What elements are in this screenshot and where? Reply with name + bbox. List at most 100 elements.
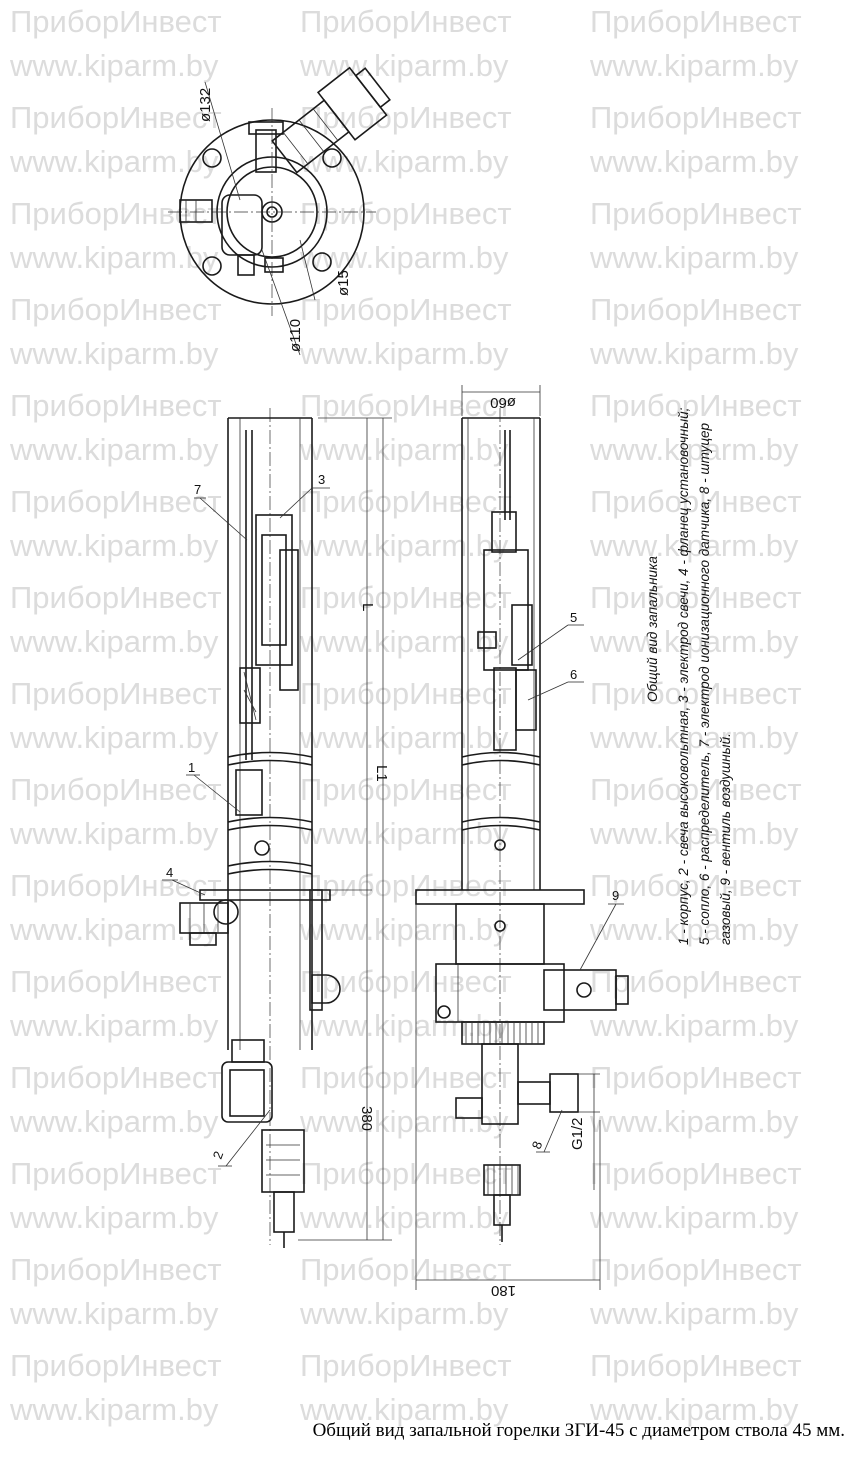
- callout-5: 5: [570, 610, 577, 625]
- watermark-url: www.kiparm.by: [299, 816, 509, 851]
- label-g12: G1/2: [569, 1117, 586, 1150]
- watermark-brand: ПриборИнвест: [10, 676, 222, 711]
- watermark-brand: ПриборИнвест: [10, 772, 222, 807]
- label-L1: L1: [373, 765, 390, 782]
- watermark-brand: ПриборИнвест: [590, 1252, 802, 1287]
- watermark-url: www.kiparm.by: [589, 1008, 799, 1043]
- watermark-url: www.kiparm.by: [589, 528, 799, 563]
- watermark-url: www.kiparm.by: [9, 240, 219, 275]
- watermark-url: www.kiparm.by: [299, 48, 509, 83]
- watermark-url: www.kiparm.by: [9, 48, 219, 83]
- callout-8: 8: [529, 1139, 546, 1151]
- callout-6: 6: [570, 667, 577, 682]
- watermark-brand: ПриборИнвест: [590, 292, 802, 327]
- watermark-brand: ПриборИнвест: [590, 580, 802, 615]
- watermark-brand: ПриборИнвест: [590, 1060, 802, 1095]
- watermark-url: www.kiparm.by: [9, 432, 219, 467]
- watermark-url: www.kiparm.by: [589, 720, 799, 755]
- watermark-brand: ПриборИнвест: [300, 100, 512, 135]
- watermark-url: www.kiparm.by: [299, 912, 509, 947]
- watermark-brand: ПриборИнвест: [590, 196, 802, 231]
- watermark-url: www.kiparm.by: [299, 1104, 509, 1139]
- watermark-url: www.kiparm.by: [589, 336, 799, 371]
- watermark-url: www.kiparm.by: [9, 912, 219, 947]
- callout-7: 7: [194, 482, 201, 497]
- watermark-brand: ПриборИнвест: [10, 1348, 222, 1383]
- label-180: 180: [491, 1282, 516, 1299]
- watermark-brand: ПриборИнвест: [300, 196, 512, 231]
- watermark-brand: ПриборИнвест: [10, 1060, 222, 1095]
- watermark-brand: ПриборИнвест: [300, 4, 512, 39]
- watermark-brand: ПриборИнвест: [10, 1252, 222, 1287]
- watermark-url: www.kiparm.by: [9, 1392, 219, 1427]
- watermark-url: www.kiparm.by: [589, 912, 799, 947]
- watermark-brand: ПриборИнвест: [300, 580, 512, 615]
- watermark-brand: ПриборИнвест: [590, 388, 802, 423]
- watermark-url: www.kiparm.by: [9, 720, 219, 755]
- watermark-brand: ПриборИнвест: [300, 1156, 512, 1191]
- watermark-brand: ПриборИнвест: [10, 484, 222, 519]
- legend-line-1: 1 - корпус, 2 - свеча высоковольтная, 3 …: [676, 407, 691, 945]
- watermark-url: www.kiparm.by: [9, 1008, 219, 1043]
- watermark-brand: ПриборИнвест: [10, 964, 222, 999]
- watermark-brand: ПриборИнвест: [300, 964, 512, 999]
- callout-9: 9: [612, 888, 619, 903]
- watermark-brand: ПриборИнвест: [590, 1348, 802, 1383]
- section-view-right: 180 ø60 G1/2 5 6 9 8: [415, 385, 629, 1299]
- watermark-url: www.kiparm.by: [299, 1296, 509, 1331]
- watermark-url: www.kiparm.by: [589, 144, 799, 179]
- watermark-brand: ПриборИнвест: [10, 292, 222, 327]
- watermark-url: www.kiparm.by: [299, 624, 509, 659]
- section-view-left: L L1 380 7 3 1 4 2: [162, 408, 392, 1248]
- watermark-url: www.kiparm.by: [9, 624, 219, 659]
- watermark-url: www.kiparm.by: [299, 720, 509, 755]
- watermark-brand: ПриборИнвест: [300, 1060, 512, 1095]
- label-d110: ø110: [287, 319, 304, 352]
- watermark-url: www.kiparm.by: [299, 1200, 509, 1235]
- watermark-url: www.kiparm.by: [589, 240, 799, 275]
- watermark-url: www.kiparm.by: [9, 144, 219, 179]
- watermark-brand: ПриборИнвест: [300, 388, 512, 423]
- watermark-brand: ПриборИнвест: [590, 4, 802, 39]
- watermark-url: www.kiparm.by: [589, 816, 799, 851]
- watermark-brand: ПриборИнвест: [300, 772, 512, 807]
- watermark-brand: ПриборИнвест: [10, 868, 222, 903]
- watermark-brand: ПриборИнвест: [590, 868, 802, 903]
- watermark-brand: ПриборИнвест: [300, 1348, 512, 1383]
- callout-3: 3: [318, 472, 325, 487]
- callout-2: 2: [210, 1149, 227, 1161]
- watermark-url: www.kiparm.by: [9, 528, 219, 563]
- watermark-url: www.kiparm.by: [589, 1104, 799, 1139]
- watermark-brand: ПриборИнвест: [300, 676, 512, 711]
- watermark-url: www.kiparm.by: [589, 624, 799, 659]
- watermark-brand: ПриборИнвест: [300, 1252, 512, 1287]
- watermark-url: www.kiparm.by: [299, 432, 509, 467]
- watermark-url: www.kiparm.by: [299, 1008, 509, 1043]
- watermark-brand: ПриборИнвест: [10, 100, 222, 135]
- watermark-url: www.kiparm.by: [299, 528, 509, 563]
- watermark-brand: ПриборИнвест: [10, 4, 222, 39]
- watermark-brand: ПриборИнвест: [300, 484, 512, 519]
- watermark-brand: ПриборИнвест: [300, 868, 512, 903]
- callout-1: 1: [188, 760, 195, 775]
- watermark-url: www.kiparm.by: [9, 336, 219, 371]
- label-d132: ø132: [197, 88, 214, 122]
- watermark-brand: ПриборИнвест: [10, 388, 222, 423]
- watermark-url: www.kiparm.by: [299, 240, 509, 275]
- watermark-url: www.kiparm.by: [589, 432, 799, 467]
- label-d60: ø60: [490, 394, 516, 411]
- watermark-brand: ПриборИнвест: [10, 1156, 222, 1191]
- top-view: ø132 ø110 ø15: [168, 66, 391, 356]
- label-380: 380: [358, 1106, 375, 1131]
- watermark-brand: ПриборИнвест: [10, 580, 222, 615]
- label-L: L: [359, 603, 376, 611]
- watermark-brand: ПриборИнвест: [590, 772, 802, 807]
- legend-line-2: 5 - сопло, 6 - распределитель, 7 - элект…: [697, 422, 712, 945]
- watermark-brand: ПриборИнвест: [590, 676, 802, 711]
- watermark-brand: ПриборИнвест: [590, 964, 802, 999]
- legend-line-3: газовый, 9 - вентиль воздушный.: [718, 733, 733, 945]
- watermark-url: www.kiparm.by: [9, 1104, 219, 1139]
- watermark-url: www.kiparm.by: [589, 1200, 799, 1235]
